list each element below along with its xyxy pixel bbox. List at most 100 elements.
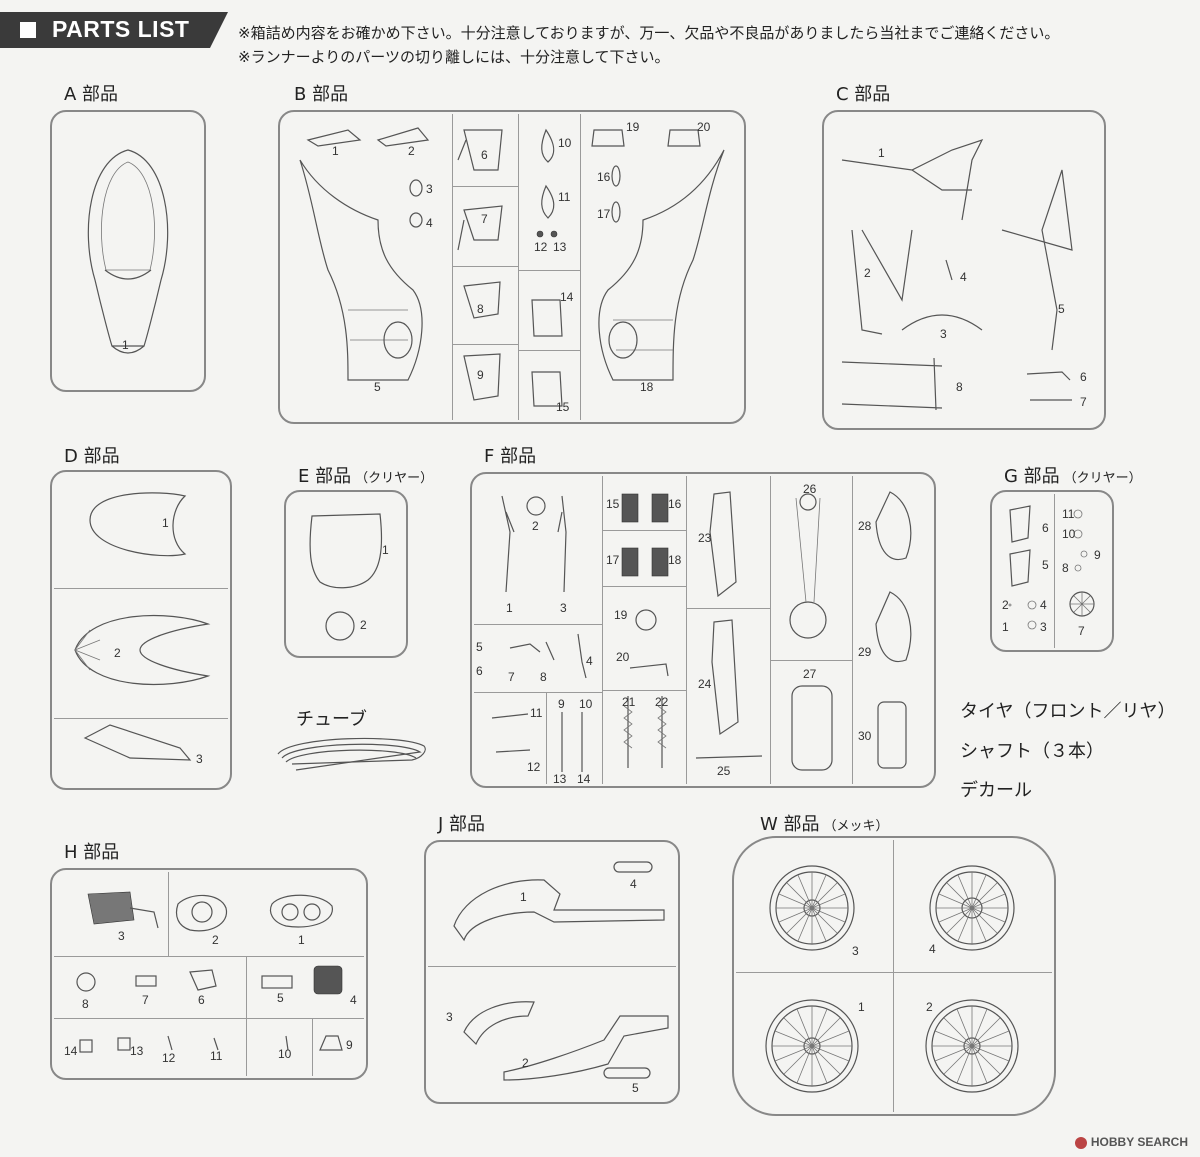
part-number: 23 bbox=[698, 531, 712, 545]
part-number: 7 bbox=[481, 212, 488, 226]
part-number: 3 bbox=[940, 327, 947, 341]
frame-parts-drawings bbox=[841, 138, 1073, 411]
sprue-b-label: B 部品 bbox=[294, 84, 349, 105]
sprue-j-label: J 部品 bbox=[438, 814, 486, 835]
sprue-j-frame bbox=[424, 840, 680, 1104]
part-number: 9 bbox=[346, 1038, 353, 1052]
wheel-1 bbox=[765, 999, 859, 1093]
part-number: 15 bbox=[556, 400, 570, 414]
sprue-f-label: F 部品 bbox=[484, 446, 537, 467]
part-number: 9 bbox=[477, 368, 484, 382]
part-number: 5 bbox=[1058, 302, 1065, 316]
part-number: 10 bbox=[558, 136, 572, 150]
part-number: 18 bbox=[668, 553, 682, 567]
note-line-2: ※ランナーよりのパーツの切り離しには、十分注意して下さい。 bbox=[238, 48, 670, 66]
seat-cowl-drawing bbox=[87, 149, 169, 354]
part-number: 9 bbox=[1094, 548, 1101, 562]
part-number: 14 bbox=[577, 772, 591, 786]
fairing-drawings bbox=[74, 492, 211, 761]
part-number: 4 bbox=[350, 993, 357, 1007]
sprue-f-frame bbox=[470, 472, 936, 788]
part-number: 12 bbox=[162, 1051, 176, 1065]
part-number: 2 bbox=[522, 1056, 529, 1070]
part-number: 1 bbox=[1002, 620, 1009, 634]
sprue-d-label: D 部品 bbox=[64, 446, 120, 467]
part-number: 5 bbox=[476, 640, 483, 654]
sprue-a-frame bbox=[50, 110, 206, 392]
part-number: 10 bbox=[278, 1047, 292, 1061]
hobby-search-logo-icon bbox=[1074, 1136, 1087, 1149]
windscreen-drawing bbox=[309, 513, 383, 641]
sprue-h-label: H 部品 bbox=[64, 842, 120, 863]
decal-label: デカール bbox=[960, 780, 1032, 801]
sprue-w-label: W 部品（メッキ） bbox=[760, 814, 889, 835]
part-number: 12 bbox=[534, 240, 548, 254]
sprue-w-frame bbox=[732, 836, 1056, 1116]
part-number: 1 bbox=[506, 601, 513, 615]
part-number: 1 bbox=[382, 543, 389, 557]
sprue-c-frame bbox=[822, 110, 1106, 430]
exhaust-drawings bbox=[453, 861, 669, 1081]
part-number: 2 bbox=[114, 646, 121, 660]
part-number: 11 bbox=[558, 190, 571, 204]
part-number: 6 bbox=[198, 993, 205, 1007]
part-number: 8 bbox=[477, 302, 484, 316]
part-number: 4 bbox=[586, 654, 593, 668]
sprue-d-frame bbox=[50, 470, 232, 790]
part-number: 12 bbox=[527, 760, 541, 774]
part-number: 6 bbox=[476, 664, 483, 678]
part-number: 7 bbox=[142, 993, 149, 1007]
part-number: 6 bbox=[1080, 370, 1087, 384]
part-number: 8 bbox=[82, 997, 89, 1011]
part-number: 6 bbox=[1042, 521, 1049, 535]
part-number: 2 bbox=[360, 618, 367, 632]
part-number: 1 bbox=[520, 890, 527, 904]
part-number: 3 bbox=[118, 929, 125, 943]
part-number: 2 bbox=[926, 1000, 933, 1014]
part-number: 8 bbox=[956, 380, 963, 394]
engine-chassis-parts-drawings bbox=[491, 491, 912, 772]
part-number: 5 bbox=[1042, 558, 1049, 572]
part-number: 11 bbox=[1062, 507, 1075, 521]
wheel-3 bbox=[769, 865, 855, 951]
part-number: 3 bbox=[1040, 620, 1047, 634]
part-number: 3 bbox=[560, 601, 567, 615]
part-number: 1 bbox=[122, 338, 129, 352]
square-bullet-icon bbox=[20, 22, 36, 38]
part-number: 2 bbox=[212, 933, 219, 947]
clear-lens-drawings bbox=[1008, 505, 1095, 630]
part-number: 7 bbox=[1080, 395, 1087, 409]
part-number: 11 bbox=[210, 1049, 223, 1063]
sprue-g-frame bbox=[990, 490, 1114, 652]
part-number: 26 bbox=[803, 482, 817, 496]
part-number: 11 bbox=[530, 706, 543, 720]
wheel-drawings bbox=[765, 865, 1019, 1093]
part-number: 2 bbox=[532, 519, 539, 533]
shaft-label: シャフト（３本） bbox=[960, 741, 1104, 762]
note-line-1: ※箱詰め内容をお確かめ下さい。十分注意しておりますが、万一、欠品や不良品がありま… bbox=[238, 24, 1060, 42]
sprue-e-label: E 部品（クリヤー） bbox=[298, 466, 434, 487]
side-cowl-drawings bbox=[299, 127, 725, 407]
part-number: 16 bbox=[668, 497, 682, 511]
part-number: 4 bbox=[630, 877, 637, 891]
part-number: 2 bbox=[408, 144, 415, 158]
wheel-4 bbox=[929, 865, 1015, 951]
part-number: 6 bbox=[481, 148, 488, 162]
part-number: 7 bbox=[1078, 624, 1085, 638]
part-number: 8 bbox=[540, 670, 547, 684]
part-number: 5 bbox=[277, 991, 284, 1005]
part-number: 1 bbox=[162, 516, 169, 530]
part-number: 8 bbox=[1062, 561, 1069, 575]
part-number: 18 bbox=[640, 380, 654, 394]
wheel-2 bbox=[925, 999, 1019, 1093]
part-number: 4 bbox=[929, 942, 936, 956]
part-number: 19 bbox=[626, 120, 640, 134]
part-number: 3 bbox=[446, 1010, 453, 1024]
part-number: 14 bbox=[560, 290, 574, 304]
part-number: 1 bbox=[298, 933, 305, 947]
part-number: 14 bbox=[64, 1044, 78, 1058]
tire-label: タイヤ（フロント／リヤ） bbox=[960, 701, 1176, 722]
part-number: 30 bbox=[858, 729, 872, 743]
part-number: 20 bbox=[616, 650, 630, 664]
part-number: 17 bbox=[606, 553, 620, 567]
